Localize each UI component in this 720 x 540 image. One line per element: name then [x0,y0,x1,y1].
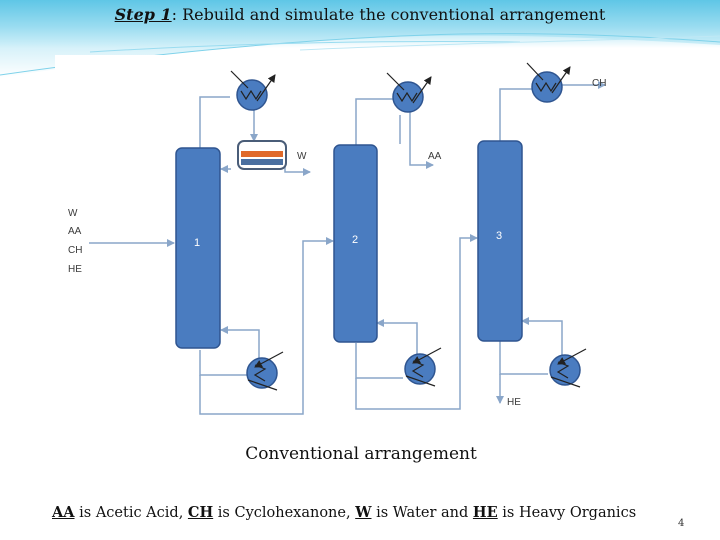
column-2-number: 2 [352,234,358,246]
legend-ch-text: is Cyclohexanone, [213,505,356,521]
condenser-1 [230,70,276,111]
figure-caption: Conventional arrangement [245,444,477,464]
condenser-2 [386,72,432,113]
legend-he: HE [472,504,498,521]
title-text: : Rebuild and simulate the conventional … [171,5,606,24]
feed-label-ch: CH [68,245,82,256]
reboiler-2 [404,347,442,387]
column-2 [333,144,378,343]
feed-label-he: HE [68,264,82,275]
page-number: 4 [678,518,685,529]
decanter [237,140,287,170]
column-3-number: 3 [496,230,502,242]
reboiler-1 [246,351,284,391]
feed-label-aa: AA [68,226,82,237]
col1-reboiler-draw [199,350,247,376]
legend-aa: AA [52,504,75,521]
legend-aa-text: is Acetic Acid, [74,505,188,521]
product-label-heavy: HE [507,397,521,408]
column-1 [175,147,221,349]
product-label-cyclohexanone: CH [592,78,606,89]
col2-distillate-line [409,111,434,169]
abbreviation-legend: AA is Acetic Acid, CH is Cyclohexanone, … [52,504,682,521]
header-decoration [0,0,720,78]
col2-reboiler-return [376,319,418,355]
step-label: Step 1 [114,5,172,24]
feed-label-w: W [68,208,78,219]
column-1-number: 1 [194,237,200,249]
reboiler-3 [549,348,587,388]
column-3 [477,140,523,342]
col1-overhead-line [199,96,230,150]
legend-he-text: is Heavy Organics [497,505,637,521]
process-diagram: W AA CH HE [55,55,615,418]
water-product-line [284,161,311,176]
col3-reboiler-return [521,317,563,355]
legend-w: W [355,504,372,521]
col2-bottoms-to-col3 [355,234,478,410]
legend-ch: CH [187,504,214,521]
condenser-3 [526,62,571,103]
product-label-acetic-acid: AA [428,151,442,162]
col2-reboiler-draw [355,343,403,379]
slide-title: Step 1: Rebuild and simulate the convent… [0,5,720,24]
col1-bottoms-to-col2 [199,237,334,415]
col3-reboiler-draw [499,341,548,375]
col2-overhead-line [355,98,395,147]
col3-overhead-line [499,88,533,143]
legend-w-text: is Water and [371,505,473,521]
product-label-water: W [297,151,307,162]
col1-reboiler-return [220,326,260,360]
